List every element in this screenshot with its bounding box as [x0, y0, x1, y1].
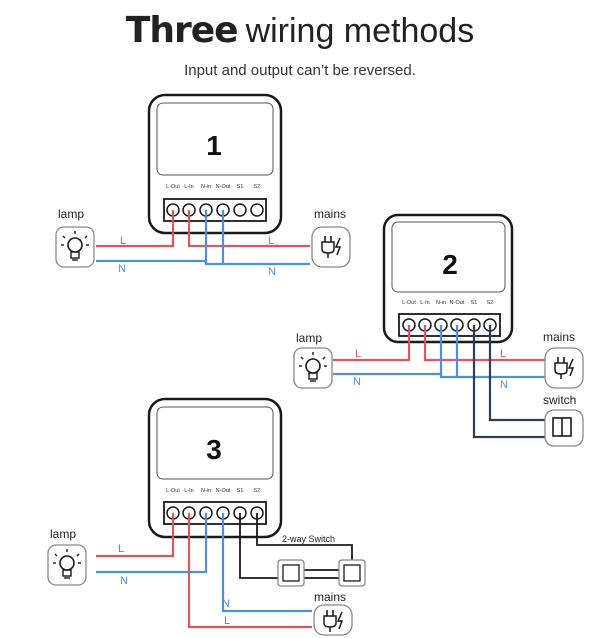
mains-label: mains — [314, 590, 346, 604]
terminal-label: N-Out — [216, 488, 231, 494]
live-label: L — [120, 235, 126, 247]
mains-box — [544, 347, 584, 389]
neutral-wire — [204, 261, 223, 266]
module-1-number: 1 — [206, 130, 222, 161]
page-subtitle: Input and output can’t be reversed. — [184, 62, 416, 79]
lamp-box — [55, 226, 95, 268]
neutral-label: N — [222, 598, 230, 610]
live-wire — [187, 513, 312, 629]
method-1: 1 L-Out L-In N-in N-Out S1 S2 L L N N la… — [55, 93, 351, 278]
terminal-label: S1 — [471, 300, 478, 306]
terminal-label: L-In — [184, 184, 193, 190]
module-2-face — [391, 221, 506, 293]
mains-box — [313, 604, 353, 636]
neutral-label: N — [268, 266, 276, 278]
terminal-label: L-In — [184, 488, 193, 494]
neutral-wire — [221, 513, 312, 613]
terminal-label: S2 — [254, 488, 261, 494]
lamp-label: lamp — [296, 331, 322, 345]
method-3: 3 L-Out L-In N-in N-Out S1 S2 L L N N la… — [47, 397, 366, 636]
switch-wire — [488, 325, 545, 422]
neutral-wire — [96, 513, 208, 574]
lamp-label: lamp — [50, 527, 76, 541]
method-2: 2 L-Out L-In N-in N-Out S1 S2 L L N N la… — [293, 213, 584, 447]
live-label: L — [224, 615, 230, 627]
switch-label: 2-way Switch — [282, 534, 335, 544]
title-bold: Three — [125, 10, 239, 51]
neutral-label: N — [353, 376, 361, 388]
title-rest: wiring methods — [245, 12, 475, 50]
terminal-label: L-Out — [402, 300, 416, 306]
module-1-face — [156, 102, 274, 176]
terminal-label: S2 — [487, 300, 494, 306]
terminal-label: L-In — [420, 300, 429, 306]
neutral-label: N — [118, 263, 126, 275]
live-wire — [423, 325, 545, 362]
terminal-label: L-Out — [166, 488, 180, 494]
module-2-number: 2 — [442, 249, 458, 280]
switch-wire — [256, 513, 353, 565]
live-wire — [187, 210, 310, 248]
module-3-number: 3 — [206, 434, 222, 465]
module-3-face — [156, 406, 274, 480]
switch-label: switch — [543, 393, 576, 407]
two-way-switch-icon — [277, 559, 366, 587]
terminal-label: S1 — [237, 488, 244, 494]
switch-box — [544, 409, 584, 447]
mains-label: mains — [314, 207, 346, 221]
live-label: L — [118, 543, 124, 555]
live-wire — [96, 513, 175, 558]
live-label: L — [500, 348, 506, 360]
live-label: L — [268, 235, 274, 247]
neutral-label: N — [500, 379, 508, 391]
terminal-label: N-in — [436, 300, 446, 306]
live-label: L — [355, 348, 361, 360]
live-wire — [96, 210, 175, 248]
terminal-label: S1 — [237, 184, 244, 190]
switch-wire — [472, 325, 545, 439]
terminal-label: S2 — [254, 184, 261, 190]
wall-switch-icon — [552, 417, 572, 437]
lamp-label: lamp — [58, 207, 84, 221]
neutral-wire — [439, 374, 457, 379]
switch-wire — [239, 513, 292, 579]
neutral-label: N — [120, 575, 128, 587]
live-wire — [333, 325, 411, 362]
terminal-label: N-in — [201, 184, 211, 190]
lamp-box — [47, 544, 87, 586]
terminal-label: N-in — [201, 488, 211, 494]
mains-box — [311, 226, 351, 268]
terminal-label: N-Out — [450, 300, 465, 306]
terminal-label: L-Out — [166, 184, 180, 190]
lamp-box — [293, 347, 333, 389]
mains-label: mains — [543, 330, 575, 344]
terminal-label: N-Out — [216, 184, 231, 190]
